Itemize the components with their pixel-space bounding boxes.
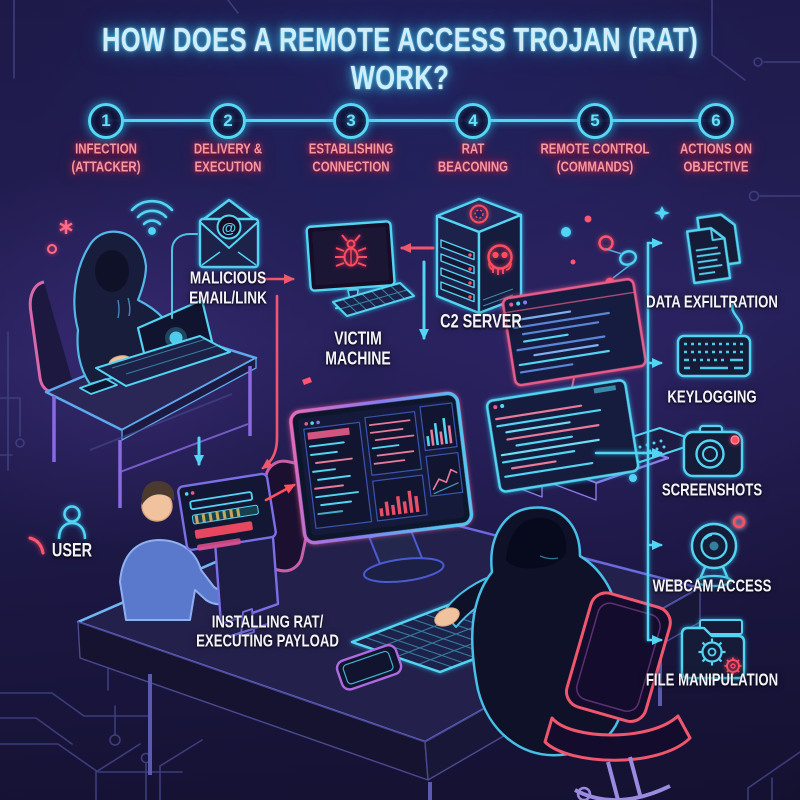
- user-hair: [141, 481, 175, 505]
- action-label-file-manipulation: FILE MANIPULATION: [645, 670, 779, 690]
- installing-screen: [177, 472, 277, 551]
- skull-icon: [487, 244, 513, 275]
- bug-icon: [335, 234, 367, 267]
- step-number: 1: [101, 111, 111, 130]
- gear-icon: [698, 638, 726, 666]
- step-circle-4: 4: [455, 103, 491, 139]
- remote-control-monitor: [289, 391, 474, 584]
- at-sign-glyph: @: [222, 220, 237, 237]
- action-label-webcam-access: WEBCAM ACCESS: [652, 576, 772, 596]
- hacker-hood-shadow: [506, 517, 567, 569]
- attacker-hood-shadow: [95, 250, 129, 292]
- step-number: 3: [346, 111, 356, 130]
- installing-rat-label: INSTALLING RAT/EXECUTING PAYLOAD: [196, 612, 339, 652]
- step-circle-1: 1: [88, 103, 124, 139]
- step-number: 5: [590, 111, 600, 130]
- step-number: 4: [468, 111, 478, 130]
- progress-bar-striped: [194, 508, 241, 524]
- command-window-cyan: [485, 379, 640, 493]
- camera-icon: [682, 424, 744, 478]
- red-gear-icon: [724, 657, 742, 675]
- keyboard-icon: [676, 301, 752, 378]
- code-panel: [364, 410, 423, 476]
- page-title: HOW DOES A REMOTE ACCESS TROJAN (RAT) WO…: [0, 22, 800, 97]
- folder-gear-icon: [680, 619, 746, 680]
- step-circle-6: 6: [698, 103, 734, 139]
- step-circle-5: 5: [577, 103, 613, 139]
- laptop-logo-glow: [169, 331, 183, 345]
- step-circle-2: 2: [210, 103, 246, 139]
- red-asterisk: [59, 220, 73, 234]
- step-number: 2: [223, 111, 233, 130]
- server-top-emblem: [469, 204, 489, 224]
- flow-arrows: [171, 227, 435, 502]
- command-window-pink: [501, 277, 647, 387]
- timeline-connector: [106, 119, 716, 122]
- wifi-icon: [130, 199, 174, 235]
- action-label-keylogging: KEYLOGGING: [667, 387, 757, 407]
- user-group: [119, 459, 319, 639]
- action-label-screenshots: SCREENSHOTS: [661, 480, 763, 500]
- email-to-user-arrow: [261, 294, 279, 470]
- c2-server-icon: [435, 197, 523, 315]
- user-person-icon: [57, 505, 87, 540]
- bar-chart-panel: [419, 402, 458, 452]
- documents-icon: [685, 213, 742, 285]
- user-body: [119, 539, 239, 621]
- step-circle-3: 3: [333, 103, 369, 139]
- attacker-chair: [28, 280, 75, 394]
- progress-bar-outline: [189, 491, 254, 511]
- desk-phone: [335, 644, 403, 691]
- webcam-icon: [690, 515, 746, 588]
- star-sparkle: [654, 206, 670, 220]
- step-label-infection: INFECTION(ATTACKER): [71, 140, 141, 176]
- webcam-indicator-ring: [732, 515, 746, 529]
- step-number: 6: [711, 111, 721, 130]
- hacker-chair: [543, 591, 692, 800]
- step-label-remote-control: REMOTE CONTROL(COMMANDS): [540, 140, 650, 176]
- step-label-delivery: DELIVERY &EXECUTION: [193, 140, 263, 176]
- user-to-monitor-arrow: [264, 483, 296, 502]
- server-slots: [440, 239, 475, 303]
- progress-bar-red: [194, 521, 253, 539]
- c2-server-label: C2 SERVER: [440, 310, 522, 333]
- page-title-text: HOW DOES A REMOTE ACCESS TROJAN (RAT) WO…: [101, 21, 699, 97]
- camera-indicator-dot: [730, 435, 740, 445]
- user-label: USER: [51, 539, 93, 562]
- attacker-phone: [79, 378, 118, 395]
- hacker-hand-left: [434, 607, 460, 627]
- terminal-panel: [303, 421, 373, 530]
- action-label-data-exfiltration: DATA EXFILTRATION: [646, 292, 778, 312]
- malicious-email-icon: @: [198, 198, 260, 269]
- attacker-laptop: [79, 298, 231, 395]
- victim-machine: [305, 220, 415, 317]
- actions-rail: [594, 238, 663, 645]
- laptop-to-email-line: [171, 233, 198, 319]
